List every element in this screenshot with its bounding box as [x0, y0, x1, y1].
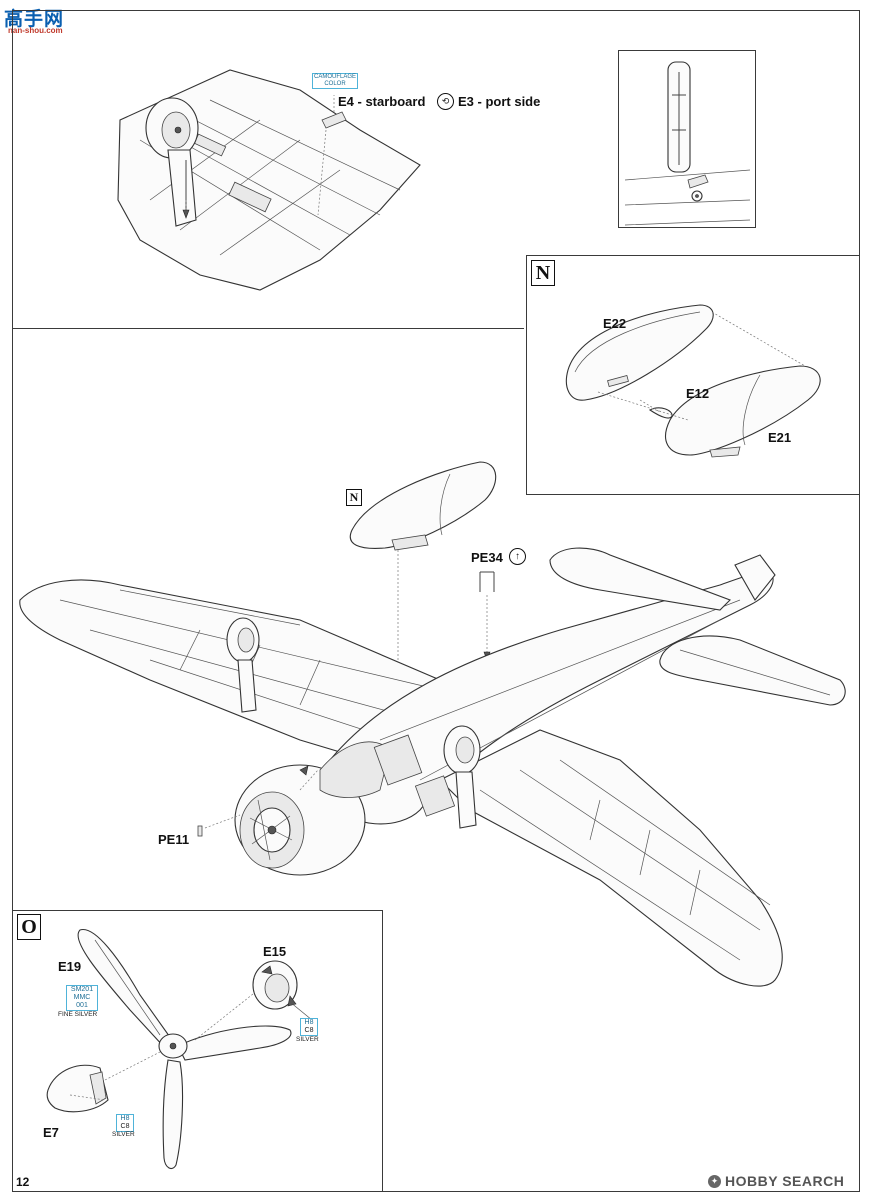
- camouflage-color-callout: CAMOUFLAGE COLOR: [312, 73, 358, 89]
- gear-symbol-icon: ✦: [708, 1174, 721, 1188]
- e19-chip-sm201: SM201: [70, 986, 94, 993]
- part-label-e15: E15: [263, 944, 287, 959]
- camouflage-color-text: CAMOUFLAGE COLOR: [313, 74, 356, 87]
- main-step-n-marker: N: [346, 489, 362, 506]
- step-n-drop-tank: [565, 304, 821, 458]
- e15-color-caption: SILVER: [296, 1036, 319, 1043]
- page-number: 12: [16, 1175, 30, 1189]
- gear-leg-inset: [624, 61, 751, 226]
- e19-chip-mmc: MMC: [73, 994, 91, 1001]
- inset-detail-box: [618, 50, 756, 228]
- part-label-e4: E4 - starboard: [338, 94, 426, 109]
- step-n-marker: N: [531, 260, 555, 286]
- bent-part-e4: [321, 111, 347, 129]
- e7-color-caption: SILVER: [112, 1131, 135, 1138]
- hobby-search-text: HOBBY SEARCH: [725, 1173, 845, 1189]
- e7-chip-c8: C8: [120, 1123, 130, 1130]
- hobby-search-watermark: ✦ HOBBY SEARCH: [708, 1172, 844, 1190]
- site-logo-text: 高手网: [4, 8, 65, 30]
- part-label-pe11: PE11: [158, 832, 190, 847]
- pe34-bracket: [479, 571, 495, 661]
- top-left-panel-border: [12, 10, 524, 329]
- e19-chip-001: 001: [76, 1002, 88, 1009]
- site-logo-url: nan-shou.com: [8, 26, 63, 35]
- aircraft-main: [19, 547, 846, 987]
- part-label-e21: E21: [768, 430, 792, 445]
- flip-direction-icon: ⟲: [437, 93, 454, 110]
- part-label-e19: E19: [58, 959, 82, 974]
- e15-chip-c8: C8: [304, 1027, 314, 1034]
- part-label-e22: E22: [603, 316, 627, 331]
- part-label-pe34: PE34: [471, 550, 503, 565]
- e7-chip-h8: H8: [120, 1115, 130, 1122]
- e19-color-caption: FINE SILVER: [58, 1011, 98, 1018]
- part-label-e12: E12: [686, 386, 710, 401]
- step-o-panel: [12, 910, 383, 1191]
- page-frame: [12, 10, 860, 1192]
- part-label-e3: E3 - port side: [458, 94, 541, 109]
- site-logo: 高手网 nan-shou.com: [4, 4, 74, 38]
- step-o-marker: O: [17, 914, 41, 940]
- step-n-panel: [526, 255, 860, 495]
- bend-arrow-icon: ↑: [509, 548, 526, 565]
- main-drop-tank: [349, 461, 497, 722]
- part-label-e7: E7: [43, 1125, 59, 1140]
- e7-color-chip: H8 C8: [116, 1114, 134, 1132]
- e15-chip-h8: H8: [304, 1019, 314, 1026]
- e15-color-chip: H8 C8: [300, 1018, 318, 1036]
- wing-underside-detail: [117, 69, 421, 291]
- propeller-assembly: [46, 929, 313, 1170]
- e19-color-chip: SM201 MMC 001: [66, 985, 98, 1011]
